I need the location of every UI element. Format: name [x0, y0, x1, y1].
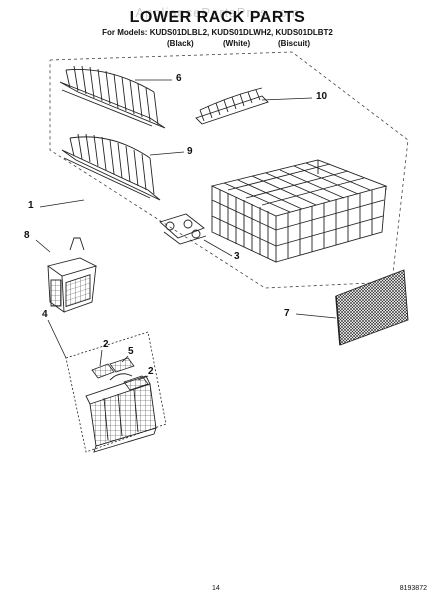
callout-4: 4 — [42, 309, 48, 320]
part-3-roller-bracket — [159, 213, 207, 245]
page-title: LOWER RACK PARTS — [129, 9, 306, 26]
color-label-white: (White) — [223, 39, 251, 48]
callout-10: 10 — [316, 91, 328, 102]
callout-6: 6 — [176, 73, 182, 84]
callout-8: 8 — [24, 230, 30, 241]
part-4-silverware-basket — [65, 331, 167, 453]
document-number: 8193872 — [399, 585, 427, 592]
page-number: 14 — [212, 585, 220, 592]
part-7-mesh-screen — [335, 269, 409, 346]
callout-3: 3 — [234, 251, 240, 262]
leader-lines — [35, 79, 337, 381]
part-8-cutlery-cup — [46, 237, 98, 313]
lower-rack-basket — [210, 159, 388, 263]
part-2-lid-right — [123, 375, 149, 391]
callout-5: 5 — [128, 346, 134, 357]
callout-2-right: 2 — [148, 366, 154, 377]
part-6-tine-row — [59, 65, 166, 129]
color-label-black: (Black) — [167, 39, 194, 48]
part-9-tine-row — [61, 133, 161, 201]
callout-7: 7 — [284, 308, 290, 319]
models-line: For Models: KUDS01DLBL2, KUDS01DLWH2, KU… — [102, 28, 333, 37]
callout-1: 1 — [28, 200, 34, 211]
part-5-lid-center — [109, 357, 135, 373]
silverware-basket-body — [85, 373, 157, 453]
watermark-text: AppliancePartsPros.com — [135, 5, 300, 20]
callout-9: 9 — [187, 146, 193, 157]
rack-assembly-boundary — [49, 51, 409, 289]
callout-2-left: 2 — [103, 339, 109, 350]
color-label-biscuit: (Biscuit) — [278, 39, 310, 48]
part-10-tine-clip — [195, 87, 269, 125]
part-2-lid-left — [91, 363, 115, 379]
